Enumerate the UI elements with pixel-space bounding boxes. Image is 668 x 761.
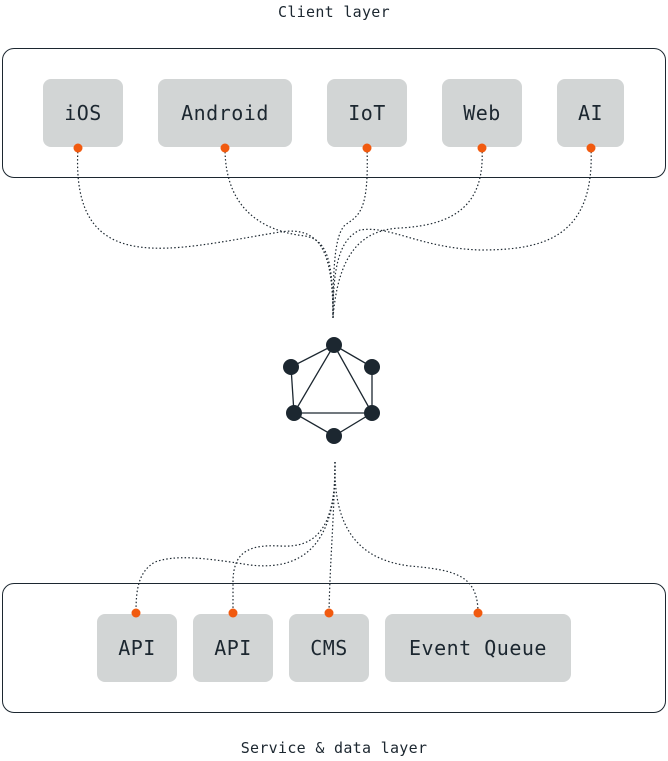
service-node-api-1[interactable]: API bbox=[97, 614, 177, 682]
service-node-cms[interactable]: CMS bbox=[289, 614, 369, 682]
client-node-iot[interactable]: IoT bbox=[327, 79, 407, 147]
service-layer-title: Service & data layer bbox=[240, 739, 428, 757]
client-node-ai[interactable]: AI bbox=[557, 79, 624, 147]
service-node-event-queue[interactable]: Event Queue bbox=[385, 614, 571, 682]
client-node-android[interactable]: Android bbox=[158, 79, 292, 147]
service-node-api-2[interactable]: API bbox=[193, 614, 273, 682]
graphql-hexagon-icon bbox=[283, 337, 380, 444]
client-layer-title: Client layer bbox=[278, 3, 390, 21]
client-node-ios[interactable]: iOS bbox=[43, 79, 123, 147]
client-node-web[interactable]: Web bbox=[442, 79, 522, 147]
